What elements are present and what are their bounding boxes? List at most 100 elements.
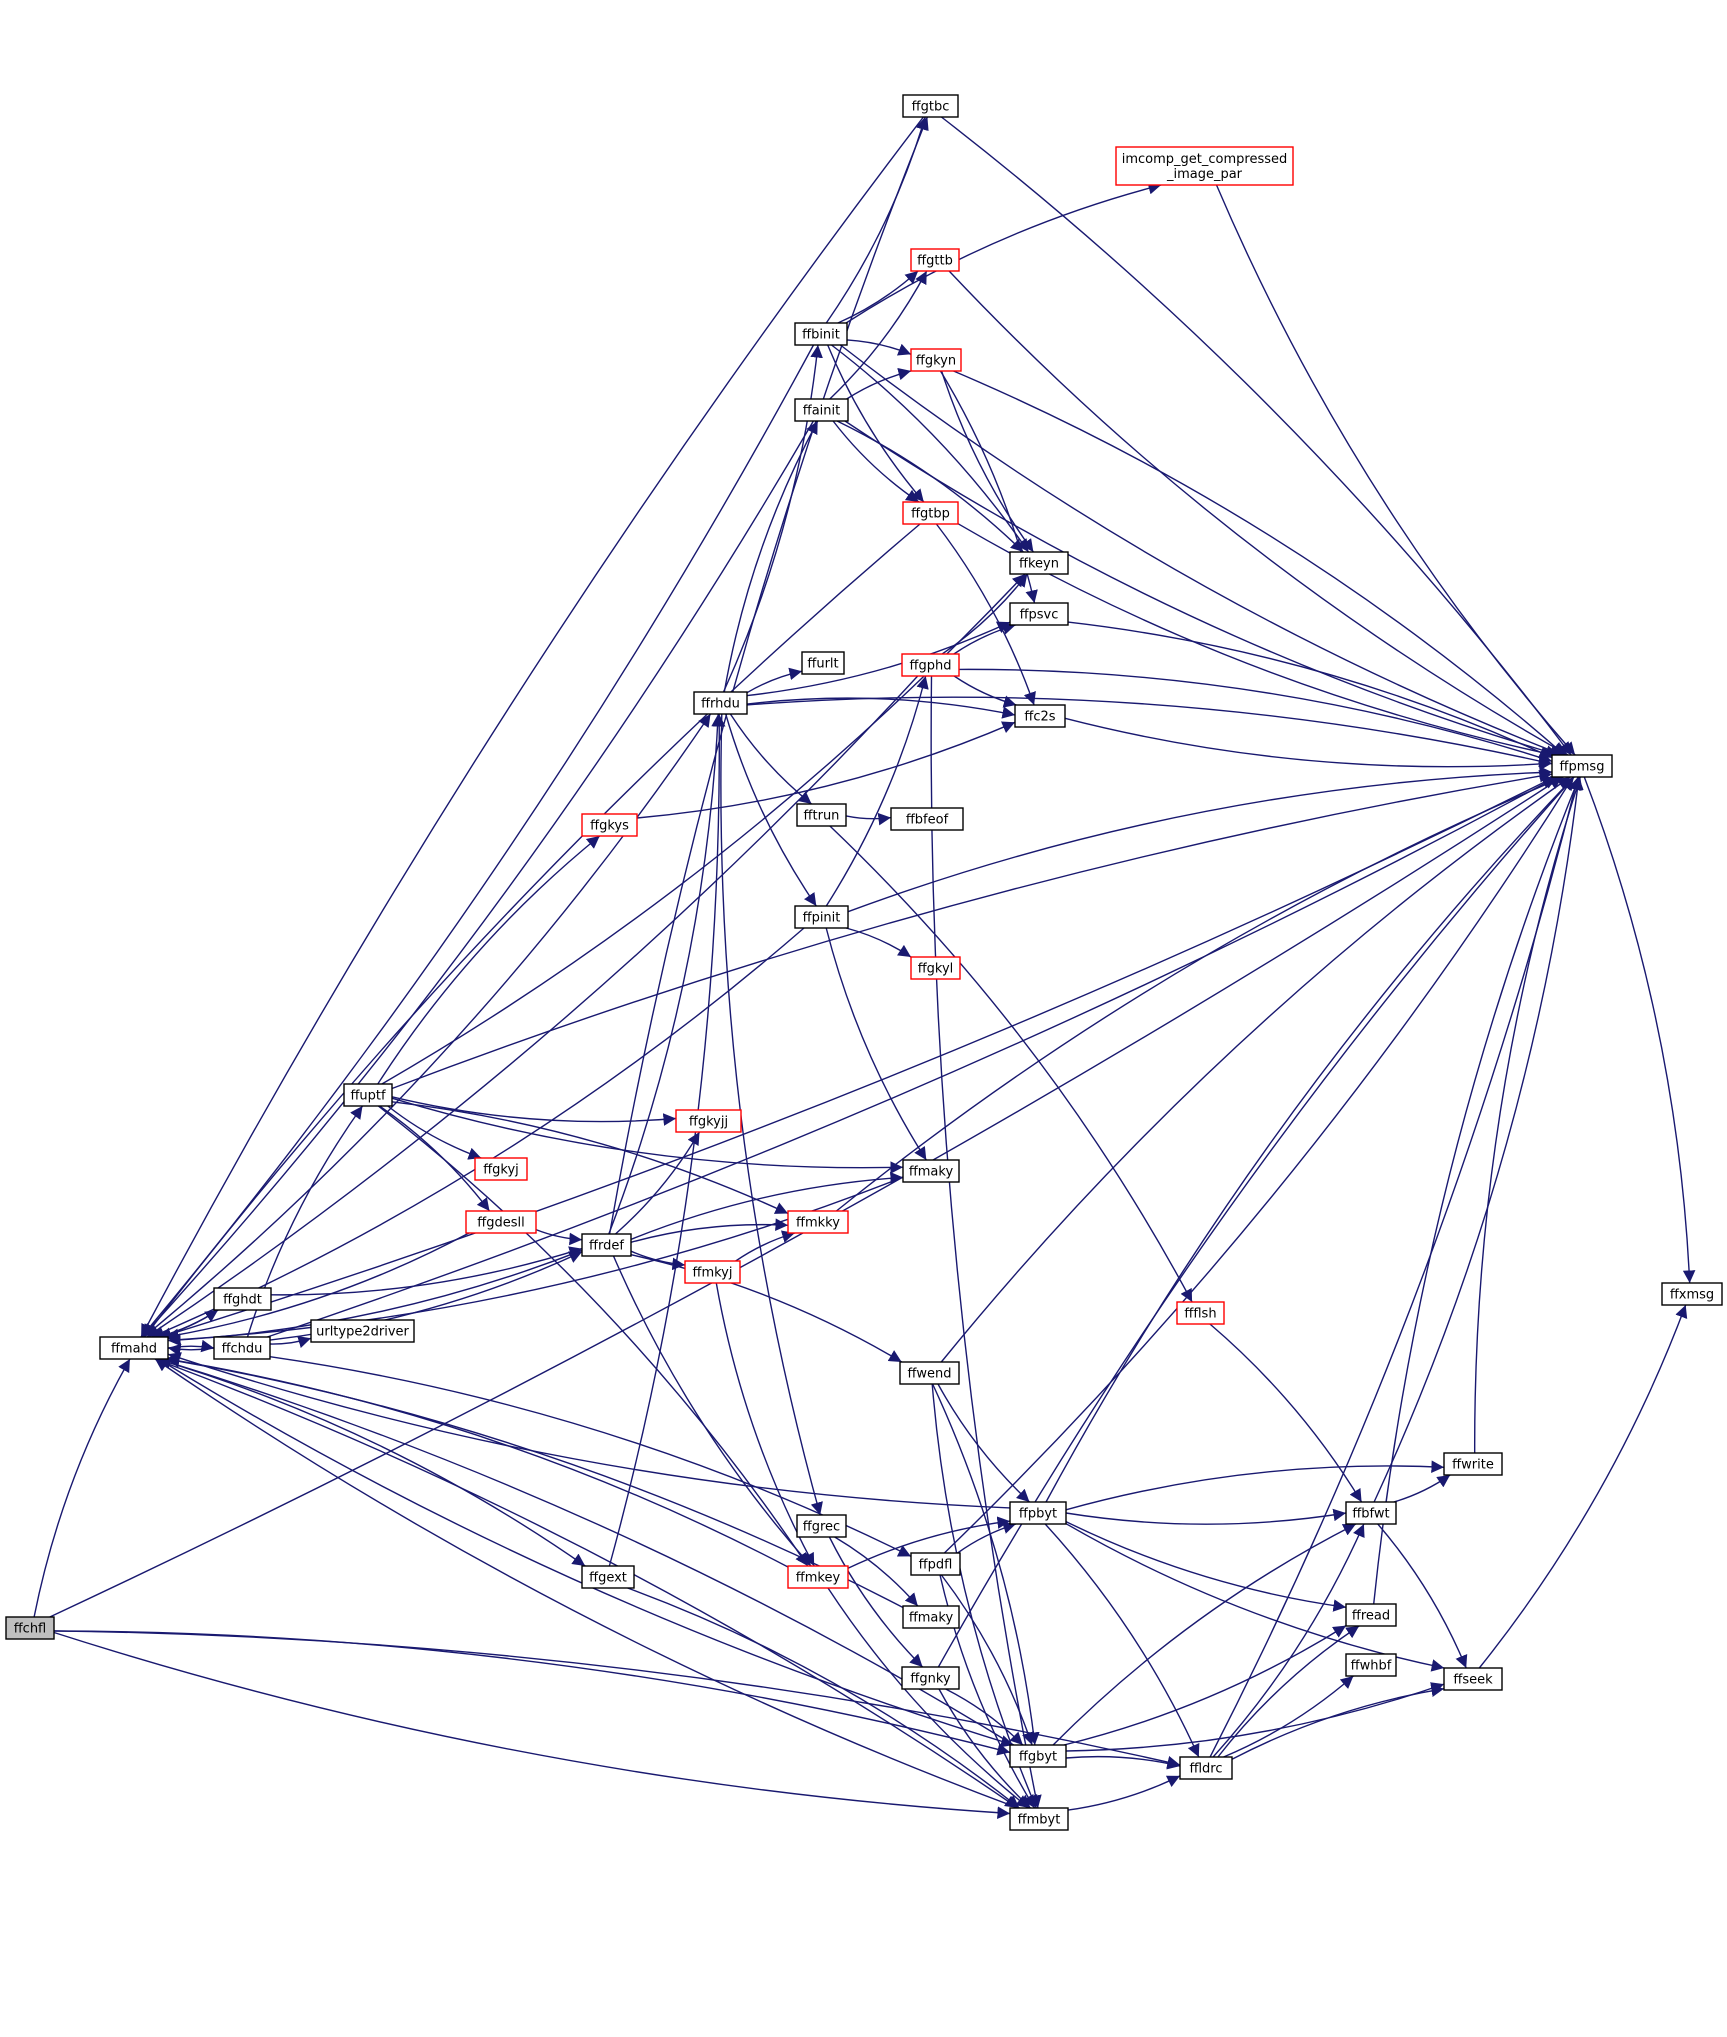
node-box-ffread[interactable] — [1345, 1603, 1397, 1627]
node-ffwend[interactable]: ffwend — [899, 1361, 960, 1385]
node-ffpsvc[interactable]: ffpsvc — [1009, 602, 1069, 626]
node-box-ffchdu[interactable] — [213, 1336, 271, 1360]
node-box-ffseek[interactable] — [1443, 1667, 1503, 1691]
node-ffgbyt[interactable]: ffgbyt — [1009, 1744, 1067, 1768]
node-ffxmsg[interactable]: ffxmsg — [1661, 1282, 1723, 1306]
node-box-ffmkyj[interactable] — [684, 1260, 741, 1284]
node-box-ffgbyt[interactable] — [1009, 1744, 1067, 1768]
node-box-ffgkyj[interactable] — [474, 1157, 528, 1181]
node-ffmkyj[interactable]: ffmkyj — [684, 1260, 741, 1284]
node-ffgtbp[interactable]: ffgtbp — [902, 501, 959, 525]
node-ffbfeof[interactable]: ffbfeof — [890, 807, 964, 831]
node-ffurlt[interactable]: ffurlt — [801, 651, 845, 675]
node-box-ffxmsg[interactable] — [1661, 1282, 1723, 1306]
node-urltype2driver[interactable]: urltype2driver — [310, 1319, 415, 1343]
node-box-urltype2driver[interactable] — [310, 1319, 415, 1343]
node-box-ffwend[interactable] — [899, 1361, 960, 1385]
node-ffgkyj[interactable]: ffgkyj — [474, 1157, 528, 1181]
node-ffainit[interactable]: ffainit — [794, 398, 849, 422]
node-box-ffmaky1[interactable] — [902, 1159, 960, 1183]
node-ffwrite[interactable]: ffwrite — [1443, 1452, 1503, 1476]
node-box-ffgtbp[interactable] — [902, 501, 959, 525]
node-box-ffrhdu[interactable] — [693, 691, 748, 715]
node-box-ffgphd[interactable] — [901, 653, 960, 677]
node-ffgkyl[interactable]: ffgkyl — [910, 956, 961, 980]
node-fftrun[interactable]: fftrun — [796, 803, 847, 827]
node-ffldrc[interactable]: ffldrc — [1179, 1756, 1233, 1780]
node-box-ffgkyl[interactable] — [910, 956, 961, 980]
node-box-ffgrec[interactable] — [796, 1514, 847, 1538]
node-box-ffpinit[interactable] — [794, 905, 849, 929]
node-ffpbyt[interactable]: ffpbyt — [1009, 1501, 1067, 1525]
node-box-ffgttb[interactable] — [910, 248, 960, 272]
node-ffpdfl[interactable]: ffpdfl — [910, 1552, 961, 1576]
node-ffc2s[interactable]: ffc2s — [1014, 704, 1066, 728]
node-box-ffgnky[interactable] — [901, 1666, 960, 1690]
node-box-ffurlt[interactable] — [801, 651, 845, 675]
node-ffgttb[interactable]: ffgttb — [910, 248, 960, 272]
node-ffgext[interactable]: ffgext — [581, 1565, 635, 1589]
node-ffmahd[interactable]: ffmahd — [99, 1336, 169, 1360]
node-ffpinit[interactable]: ffpinit — [794, 905, 849, 929]
node-ffgrec[interactable]: ffgrec — [796, 1514, 847, 1538]
node-ffkeyn[interactable]: ffkeyn — [1009, 551, 1069, 575]
node-ffghdt[interactable]: ffghdt — [213, 1287, 272, 1311]
node-ffpmsg[interactable]: ffpmsg — [1551, 754, 1613, 778]
node-ffgdesll[interactable]: ffgdesll — [465, 1210, 537, 1234]
node-ffrhdu[interactable]: ffrhdu — [693, 691, 748, 715]
node-ffmkey[interactable]: ffmkey — [787, 1565, 849, 1589]
node-box-ffflsh[interactable] — [1176, 1301, 1225, 1325]
node-box-imcomp[interactable] — [1115, 146, 1294, 186]
node-box-ffchfl[interactable] — [5, 1616, 55, 1640]
node-ffflsh[interactable]: ffflsh — [1176, 1301, 1225, 1325]
node-box-ffbfwt[interactable] — [1345, 1501, 1397, 1525]
node-ffchdu[interactable]: ffchdu — [213, 1336, 271, 1360]
node-box-ffbfeof[interactable] — [890, 807, 964, 831]
node-ffgkys[interactable]: ffgkys — [581, 813, 638, 837]
node-box-ffwhbf[interactable] — [1345, 1653, 1397, 1677]
node-box-ffkeyn[interactable] — [1009, 551, 1069, 575]
node-ffmaky1[interactable]: ffmaky — [902, 1159, 960, 1183]
node-box-ffuptf[interactable] — [343, 1083, 393, 1107]
node-box-ffpdfl[interactable] — [910, 1552, 961, 1576]
node-ffgphd[interactable]: ffgphd — [901, 653, 960, 677]
node-ffread[interactable]: ffread — [1345, 1603, 1397, 1627]
node-box-ffgext[interactable] — [581, 1565, 635, 1589]
node-box-ffmaky2[interactable] — [902, 1605, 960, 1629]
node-box-ffpmsg[interactable] — [1551, 754, 1613, 778]
node-ffmbyt[interactable]: ffmbyt — [1009, 1807, 1069, 1831]
node-box-ffghdt[interactable] — [213, 1287, 272, 1311]
node-ffgkyn[interactable]: ffgkyn — [910, 348, 962, 372]
node-box-ffmbyt[interactable] — [1009, 1807, 1069, 1831]
node-box-ffgkyjj[interactable] — [675, 1109, 742, 1133]
node-box-ffgdesll[interactable] — [465, 1210, 537, 1234]
node-ffbfwt[interactable]: ffbfwt — [1345, 1501, 1397, 1525]
node-ffmaky2[interactable]: ffmaky — [902, 1605, 960, 1629]
node-ffmkky[interactable]: ffmkky — [787, 1210, 849, 1234]
node-ffgnky[interactable]: ffgnky — [901, 1666, 960, 1690]
node-box-ffc2s[interactable] — [1014, 704, 1066, 728]
node-box-ffmkey[interactable] — [787, 1565, 849, 1589]
node-ffbinit[interactable]: ffbinit — [794, 322, 848, 346]
node-box-ffmkky[interactable] — [787, 1210, 849, 1234]
node-ffgtbc[interactable]: ffgtbc — [902, 94, 959, 118]
node-imcomp[interactable]: imcomp_get_compressed_image_par — [1115, 146, 1294, 186]
node-ffwhbf[interactable]: ffwhbf — [1345, 1653, 1397, 1677]
node-box-ffldrc[interactable] — [1179, 1756, 1233, 1780]
node-box-ffgkys[interactable] — [581, 813, 638, 837]
node-box-ffmahd[interactable] — [99, 1336, 169, 1360]
node-ffgkyjj[interactable]: ffgkyjj — [675, 1109, 742, 1133]
node-box-ffrdef[interactable] — [581, 1233, 632, 1257]
node-box-ffainit[interactable] — [794, 398, 849, 422]
node-ffrdef[interactable]: ffrdef — [581, 1233, 632, 1257]
node-box-fftrun[interactable] — [796, 803, 847, 827]
node-box-ffgtbc[interactable] — [902, 94, 959, 118]
node-ffseek[interactable]: ffseek — [1443, 1667, 1503, 1691]
node-box-ffpsvc[interactable] — [1009, 602, 1069, 626]
node-ffuptf[interactable]: ffuptf — [343, 1083, 393, 1107]
node-box-ffpbyt[interactable] — [1009, 1501, 1067, 1525]
node-box-ffbinit[interactable] — [794, 322, 848, 346]
node-box-ffgkyn[interactable] — [910, 348, 962, 372]
node-box-ffwrite[interactable] — [1443, 1452, 1503, 1476]
node-ffchfl[interactable]: ffchfl — [5, 1616, 55, 1640]
